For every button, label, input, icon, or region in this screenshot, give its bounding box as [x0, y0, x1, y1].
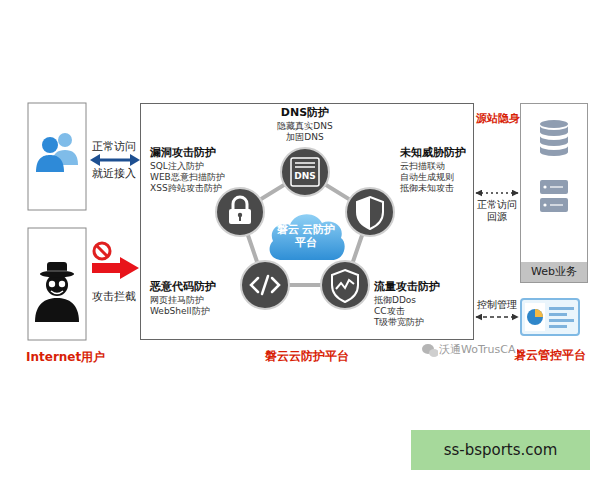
dashed-connector — [476, 192, 518, 194]
arrow-label: 正常访问 — [92, 140, 136, 153]
hacker-icon — [35, 262, 79, 322]
node-text: 磐云云防护平台 — [265, 349, 349, 363]
user-box — [28, 103, 86, 210]
control-console: 磐云管控平台 — [520, 298, 580, 336]
attacker-box — [28, 228, 86, 340]
site-banner: ss-bsports.com — [411, 430, 590, 470]
watermark-icon — [422, 344, 439, 357]
feature-item: SQL注入防护 — [150, 161, 204, 172]
callout-label: 源站隐身 — [476, 112, 520, 125]
dns-icon — [291, 158, 319, 186]
feature-heading: DNS防护 — [281, 106, 329, 119]
code-icon — [251, 276, 279, 294]
node-text: Web业务 — [521, 262, 587, 282]
feature-heading: 漏洞攻击防护 — [150, 146, 216, 159]
dashed-connector — [476, 316, 518, 318]
node-text: 磐云管控平台 — [514, 348, 586, 362]
lock-icon — [229, 197, 251, 224]
feature-item: WebShell防护 — [150, 306, 210, 317]
node-text: ss-bsports.com — [444, 441, 558, 459]
users-icon — [36, 133, 78, 172]
feature-item: 加固DNS — [286, 132, 323, 143]
icon-text: DNS — [294, 171, 316, 182]
monitor-shape — [520, 298, 580, 336]
database-icon — [540, 120, 568, 156]
arrow-label: 攻击拦截 — [92, 290, 136, 303]
edge-label: 控制管理 — [477, 299, 517, 311]
feature-item: WEB恶意扫描防护 — [150, 172, 225, 183]
cloud-core: 磐云 云防护平台 — [266, 210, 346, 262]
feature-heading: 未知威胁防护 — [400, 146, 466, 159]
web-server-box: Web业务 — [520, 103, 588, 283]
attack-arrow — [92, 257, 139, 279]
shield-icon — [357, 197, 383, 229]
access-arrow — [90, 154, 140, 166]
block-sign — [94, 243, 110, 259]
feature-item: 隐藏真实DNS — [277, 121, 332, 132]
traffic-shield-icon — [332, 270, 358, 302]
feature-circles — [216, 148, 394, 309]
feature-item: CC攻击 — [374, 306, 405, 317]
server-icon — [540, 180, 568, 212]
group-label: Internet用户 — [26, 350, 105, 364]
feature-item: 自动生成规则 — [400, 172, 454, 183]
feature-item: 云扫描联动 — [400, 161, 445, 172]
feature-item: 网页挂马防护 — [150, 295, 204, 306]
feature-item: XSS跨站攻击防护 — [150, 183, 222, 194]
node-text: 磐云 云防护平台 — [275, 223, 337, 249]
feature-item: 抵御DDos — [374, 295, 416, 306]
feature-item: T级带宽防护 — [374, 317, 425, 328]
watermark: 沃通WoTrusCA — [438, 343, 517, 356]
feature-item: 抵御未知攻击 — [400, 183, 454, 194]
feature-heading: 流量攻击防护 — [374, 280, 440, 293]
arrow-label: 就近接入 — [92, 167, 136, 180]
edge-label: 正常访问回源 — [475, 199, 519, 223]
feature-heading: 恶意代码防护 — [150, 280, 216, 293]
